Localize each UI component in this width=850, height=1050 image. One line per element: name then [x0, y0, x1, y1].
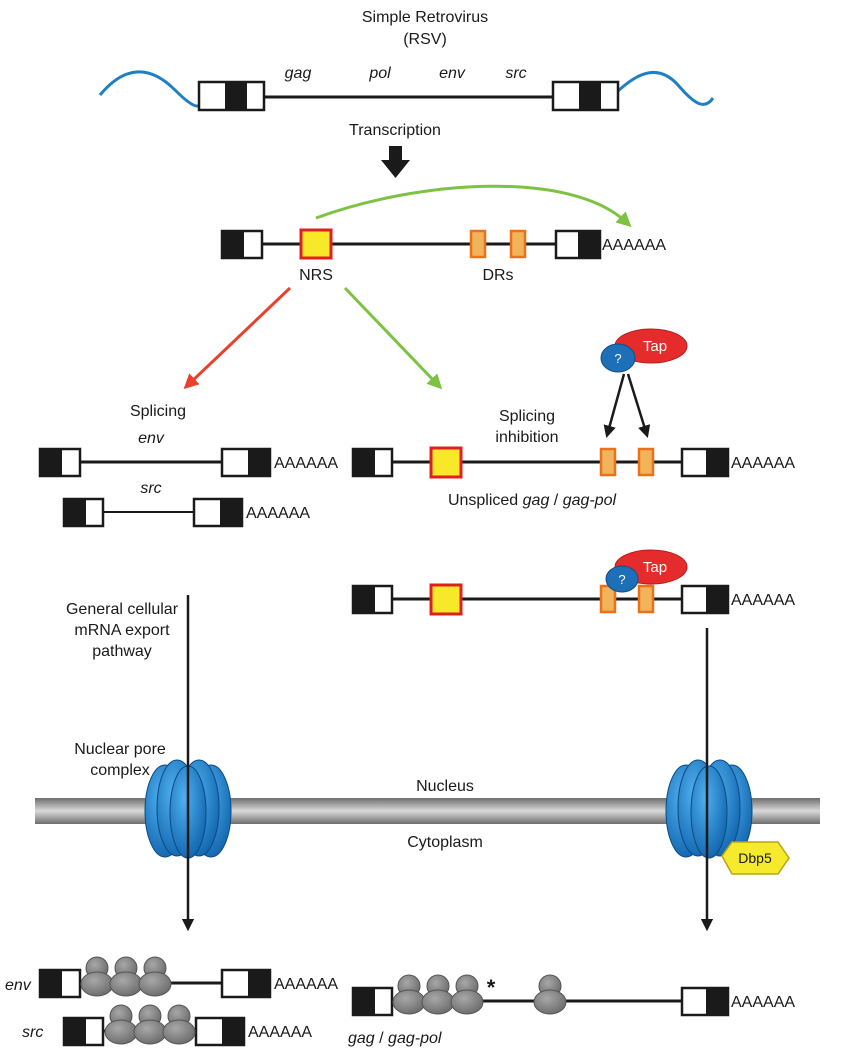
gene-env-label: env [439, 65, 466, 82]
cyto-env-polya: AAAAAA [274, 976, 338, 993]
spliced-src-label: src [140, 480, 161, 497]
splicing-inhibition-label-1: Splicing [499, 408, 555, 425]
transcript-5-ltr [220, 229, 264, 260]
ribosome [450, 974, 484, 1015]
dbp5-protein: Dbp5 [721, 841, 790, 875]
dr-element-1 [469, 229, 487, 259]
left-host-dna [98, 70, 202, 108]
cyto-gag-label: gag / gag-pol [348, 1030, 442, 1047]
unspliced-mrna: AAAAAA Unspliced gag / gag-pol [351, 446, 795, 509]
ribosome [109, 956, 143, 997]
ribosome [104, 1004, 138, 1045]
cyto-src-mrna: src AAAAAA [22, 1004, 312, 1047]
transcript-3-ltr [554, 229, 602, 260]
frameshift-asterisk: * [487, 975, 496, 1000]
ribosome [421, 974, 455, 1015]
tap-label: Tap [643, 338, 667, 355]
cytoplasm-label: Cytoplasm [407, 834, 483, 851]
spliced-env-mrna: env AAAAAA [38, 430, 338, 478]
export-pathway-line-3: pathway [92, 643, 152, 660]
nrs-label: NRS [299, 267, 333, 284]
transcription-label: Transcription [349, 122, 441, 139]
gene-gag-label: gag [285, 65, 312, 82]
tap-to-dr2-arrow [626, 373, 651, 438]
right-host-dna [615, 70, 715, 106]
tap-bound-label: Tap [643, 559, 667, 576]
ribosome [133, 1004, 167, 1045]
ribosome [138, 956, 172, 997]
export-pathway-line-2: mRNA export [74, 622, 170, 639]
cyto-env-mrna: env AAAAAA [5, 956, 338, 999]
title-line-1: Simple Retrovirus [362, 9, 488, 26]
tap-to-dr1-arrow [603, 373, 626, 439]
nucleus-label: Nucleus [416, 778, 474, 795]
full-length-transcript: AAAAAA NRS DRs [220, 228, 666, 284]
transcription-arrow [381, 146, 410, 178]
splicing-label: Splicing [130, 403, 186, 420]
ribosome [162, 1004, 196, 1045]
spliced-env-polya: AAAAAA [274, 455, 338, 472]
tap-bound-polya: AAAAAA [731, 592, 795, 609]
dbp5-label: Dbp5 [738, 850, 772, 866]
dr-element-2 [509, 229, 527, 259]
gene-pol-label: pol [368, 65, 391, 82]
right-ltr [551, 80, 620, 112]
polya-tail: AAAAAA [602, 237, 666, 254]
unknown-adaptor-bound-label: ? [618, 572, 625, 587]
cyto-gag-mrna: * AAAAAA gag / gag-pol [348, 974, 795, 1047]
export-pathway-line-1: General cellular [66, 601, 179, 618]
nrs-polya-interaction-arrow [315, 184, 632, 228]
left-ltr [197, 80, 266, 112]
cyto-env-label: env [5, 977, 32, 994]
spliced-src-mrna: src AAAAAA [62, 480, 310, 528]
npc-label-line-1: Nuclear pore [74, 741, 166, 758]
tap-complex-top: Tap ? [600, 328, 688, 373]
export-arrow [343, 286, 443, 390]
tap-bound-mrna: AAAAAA Tap ? [351, 549, 795, 616]
unspliced-label: Unspliced gag / gag-pol [448, 492, 617, 509]
unknown-adaptor-label: ? [614, 351, 621, 366]
ribosome [80, 956, 114, 997]
cyto-src-label: src [22, 1024, 43, 1041]
splicing-inhibition-label-2: inhibition [495, 429, 558, 446]
unknown-adaptor-bound [605, 565, 639, 593]
provirus-genome: gag pol env src [98, 65, 715, 112]
ribosome [533, 974, 567, 1015]
ribosome [392, 974, 426, 1015]
nrs-element [299, 228, 333, 260]
spliced-env-label: env [138, 430, 165, 447]
cyto-src-polya: AAAAAA [248, 1024, 312, 1041]
spliced-src-polya: AAAAAA [246, 505, 310, 522]
npc-label-line-2: complex [90, 762, 150, 779]
title-line-2: (RSV) [403, 31, 447, 48]
gene-src-label: src [505, 65, 526, 82]
unspliced-polya: AAAAAA [731, 455, 795, 472]
drs-label: DRs [482, 267, 513, 284]
splicing-arrow [183, 286, 292, 390]
unknown-adaptor-protein [600, 343, 636, 373]
cyto-gag-polya: AAAAAA [731, 994, 795, 1011]
